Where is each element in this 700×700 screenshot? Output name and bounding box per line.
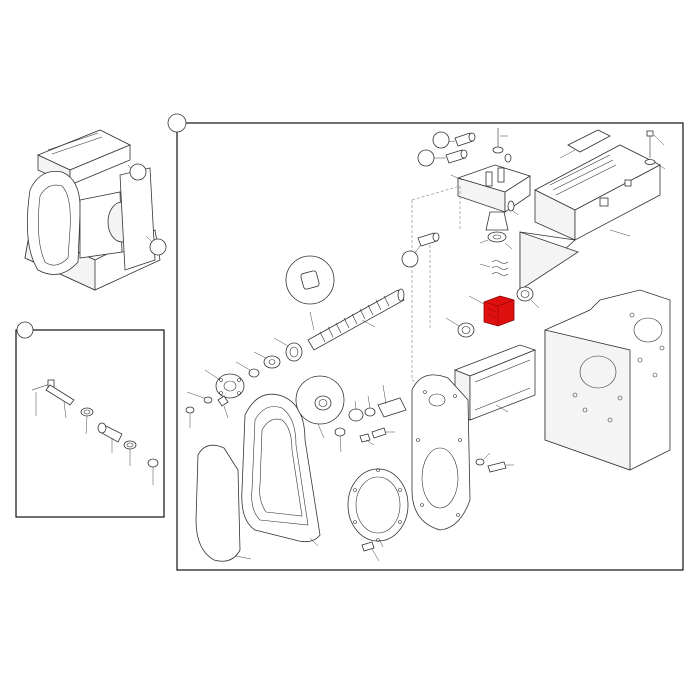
callout-b-overview [129, 163, 147, 181]
washer-8-upper [248, 368, 260, 378]
bracket-12 [559, 129, 656, 165]
screw-48-upper [217, 395, 229, 407]
rod-30 [45, 384, 75, 406]
washer-67-lower [334, 427, 346, 437]
part-28-highlighted [483, 295, 515, 327]
part-labels [186, 134, 666, 562]
roller-27-right [516, 286, 534, 302]
cover-20 [195, 444, 241, 562]
overview-assembly [24, 129, 167, 291]
callout-c [149, 238, 167, 256]
washer-46 [185, 406, 195, 414]
screw-48-lower [361, 541, 375, 552]
pin-a2 [417, 149, 468, 167]
pin-a3 [401, 232, 440, 268]
detail-b-panel [167, 113, 684, 571]
roller-27-left [457, 322, 475, 338]
gear-19 [348, 408, 364, 422]
washer-67-upper [364, 407, 376, 417]
housing-11 [241, 393, 321, 543]
spring-35 [491, 260, 509, 276]
bracket-5 [377, 397, 407, 418]
side-plate-2 [411, 374, 471, 531]
control-box-17 [519, 144, 661, 291]
bearing-ring-6 [347, 468, 409, 542]
main-frame-background [544, 289, 671, 471]
lead-screw-32 [285, 255, 405, 351]
bearing-59 [263, 355, 281, 369]
ring-78 [285, 342, 303, 362]
bracket-31-assembly [456, 128, 531, 243]
hub-9 [215, 373, 245, 399]
pin-a1 [432, 131, 476, 149]
dashed-guides [411, 185, 461, 391]
screw-50 [371, 427, 387, 439]
screw-66 [487, 461, 507, 473]
detail-a-panel [15, 321, 165, 518]
washer-44 [475, 458, 485, 466]
washer-8-lower [203, 396, 213, 404]
screw-65 [359, 433, 371, 443]
